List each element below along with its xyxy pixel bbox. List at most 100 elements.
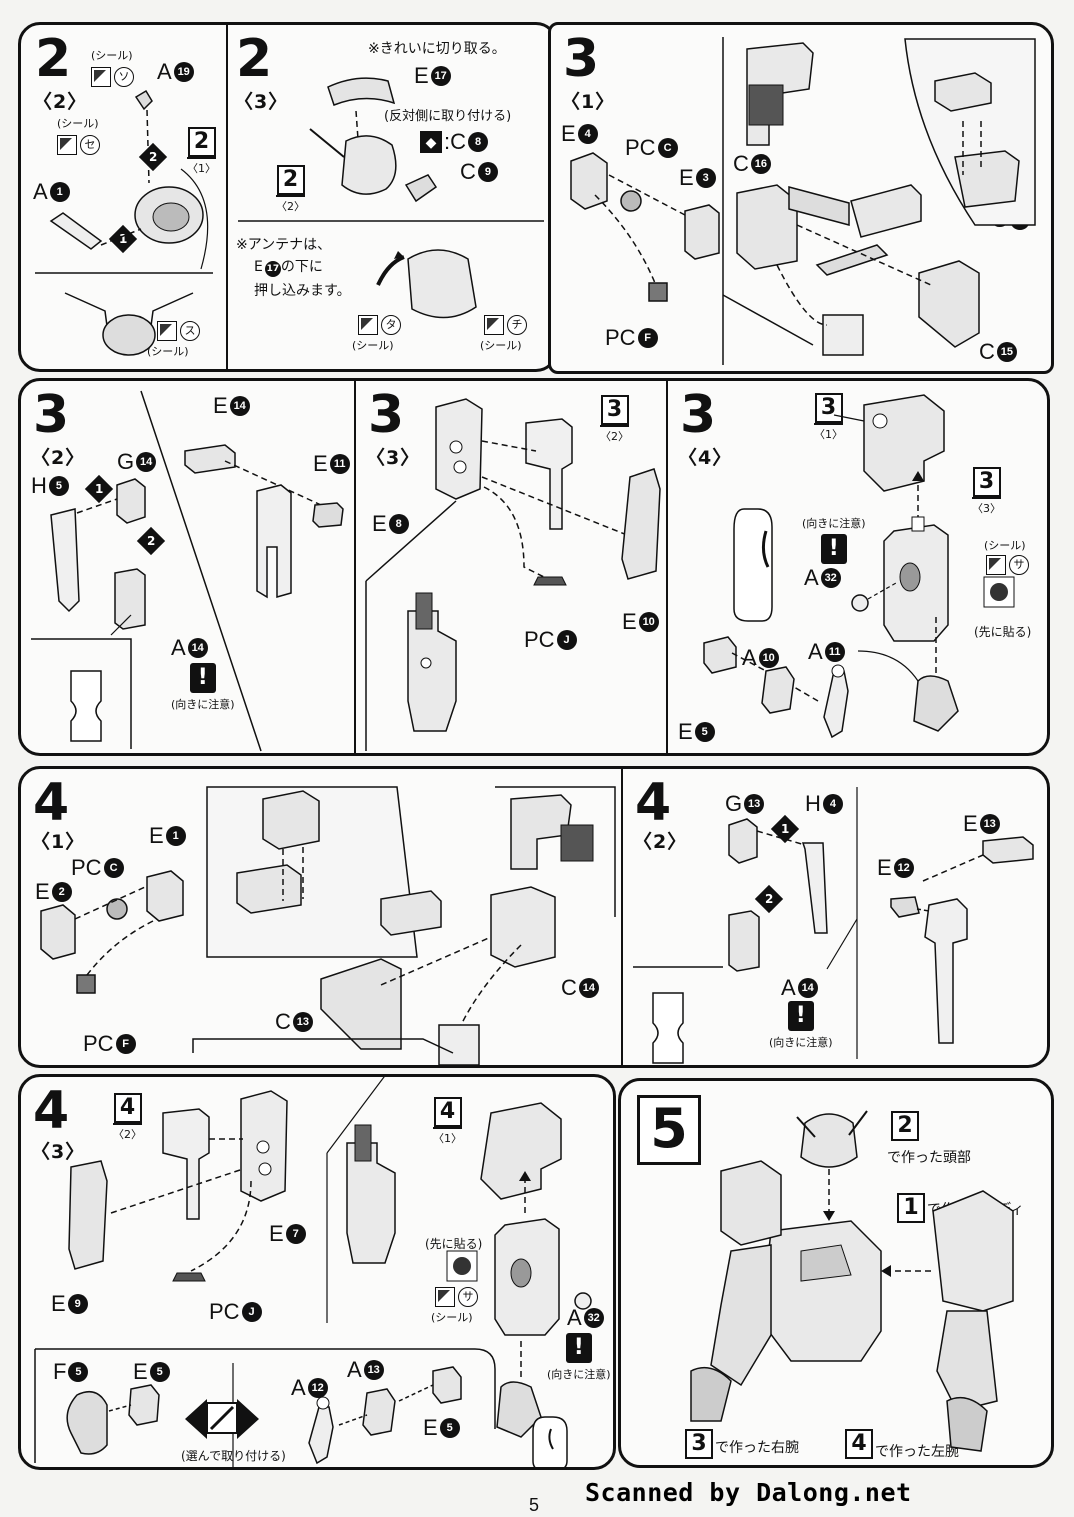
- head-part-illustration: [238, 77, 544, 319]
- part-letter: A: [157, 59, 172, 84]
- part-number: 1: [49, 182, 70, 202]
- seal-code: タ: [381, 315, 401, 335]
- ref-step-3-1: 3 〈1〉: [814, 393, 843, 442]
- panel-step-4-row: 4 〈1〉 E1 PCC E2 PCF G6 G9 C13 C14: [18, 766, 1050, 1068]
- opposite-note: (反対側に取り付ける): [384, 109, 512, 124]
- seal-code: サ: [458, 1287, 478, 1307]
- part-letter: E: [414, 63, 429, 88]
- seal-swatch-icon: [157, 321, 177, 341]
- substep-4-1: 4 〈1〉 E1 PCC E2 PCF G6 G9 C13 C14: [21, 769, 621, 1065]
- ref-step-1: 1: [897, 1193, 925, 1223]
- seal-su: ス: [157, 321, 200, 341]
- ref-step-4-2: 4 〈2〉: [113, 1093, 142, 1142]
- warning-text: (向きに注意): [769, 1036, 833, 1049]
- right-arm-caption: で作った右腕: [715, 1440, 799, 1456]
- warning-text: (向きに注意): [171, 698, 235, 711]
- left-shoulder-assembly-illustration: [40, 786, 616, 1065]
- final-assembly-illustration: [690, 1110, 1014, 1452]
- substep-label: 〈3〉: [234, 91, 289, 113]
- ref-number: 3: [814, 393, 843, 423]
- warning-icon: !: [189, 663, 216, 693]
- seal-caption: (シール): [91, 49, 133, 62]
- part-number: 17: [430, 66, 451, 86]
- ref-step-2-1: 2 〈1〉: [187, 127, 216, 176]
- ref-step-3-2: 3 〈2〉: [600, 395, 629, 444]
- warning-text: (向きに注意): [547, 1368, 611, 1381]
- arm-hand-assembly-illustration: [703, 394, 1015, 739]
- ref-number: 3: [600, 395, 629, 425]
- ref-number: 2: [891, 1111, 919, 1141]
- panel-step-5: 5 2 で作った頭部 1 で作ったボディ 3 で作った右腕 4 で作った左腕: [618, 1078, 1054, 1468]
- hand-choice-illustration: [66, 1363, 462, 1467]
- arm-joint-illustration: [31, 390, 344, 752]
- shoulder-assembly-illustration: [570, 37, 1036, 365]
- head-assembly-illustration: [35, 89, 213, 356]
- left-forearm-assembly-illustration: [34, 1077, 592, 1467]
- seal-code: ス: [180, 321, 200, 341]
- warning-icon: !: [820, 534, 847, 564]
- ref-number: 2: [276, 165, 305, 195]
- seal-caption: (シール): [147, 345, 189, 358]
- seal-chi: チ: [484, 315, 527, 335]
- ref-sub: 〈2〉: [600, 425, 629, 444]
- left-arm-caption: で作った左腕: [875, 1444, 959, 1460]
- part-number: 8: [468, 132, 488, 152]
- seal-caption: (シール): [984, 539, 1026, 552]
- warning-icon: !: [787, 1001, 814, 1031]
- ref-step-4-1: 4 〈1〉: [433, 1097, 462, 1146]
- ref-sub: 〈1〉: [433, 1127, 462, 1146]
- substep-label: 〈3〉: [31, 1141, 86, 1163]
- divider: [354, 381, 356, 753]
- scanner-credit: Scanned by Dalong.net: [585, 1478, 912, 1507]
- seal-caption: (シール): [431, 1311, 473, 1324]
- step-number: 4: [33, 1081, 70, 1141]
- ref-step-2: 2: [891, 1111, 919, 1141]
- ref-sub: 〈2〉: [113, 1123, 142, 1142]
- warning-text: (向きに注意): [802, 517, 866, 530]
- ref-step-2-2: 2 〈2〉: [276, 165, 305, 214]
- divider: [226, 25, 228, 369]
- ref-number: 3: [685, 1429, 713, 1459]
- ref-sub: 〈2〉: [276, 195, 305, 214]
- part-letter: A: [33, 179, 48, 204]
- step-number: 4: [635, 773, 672, 833]
- seal-code: セ: [80, 135, 100, 155]
- seal-caption: (シール): [480, 339, 522, 352]
- ref-number: 1: [897, 1193, 925, 1223]
- seal-caption: (シール): [57, 117, 99, 130]
- seal-swatch-icon: [57, 135, 77, 155]
- orientation-warning: ! (向きに注意): [171, 663, 235, 712]
